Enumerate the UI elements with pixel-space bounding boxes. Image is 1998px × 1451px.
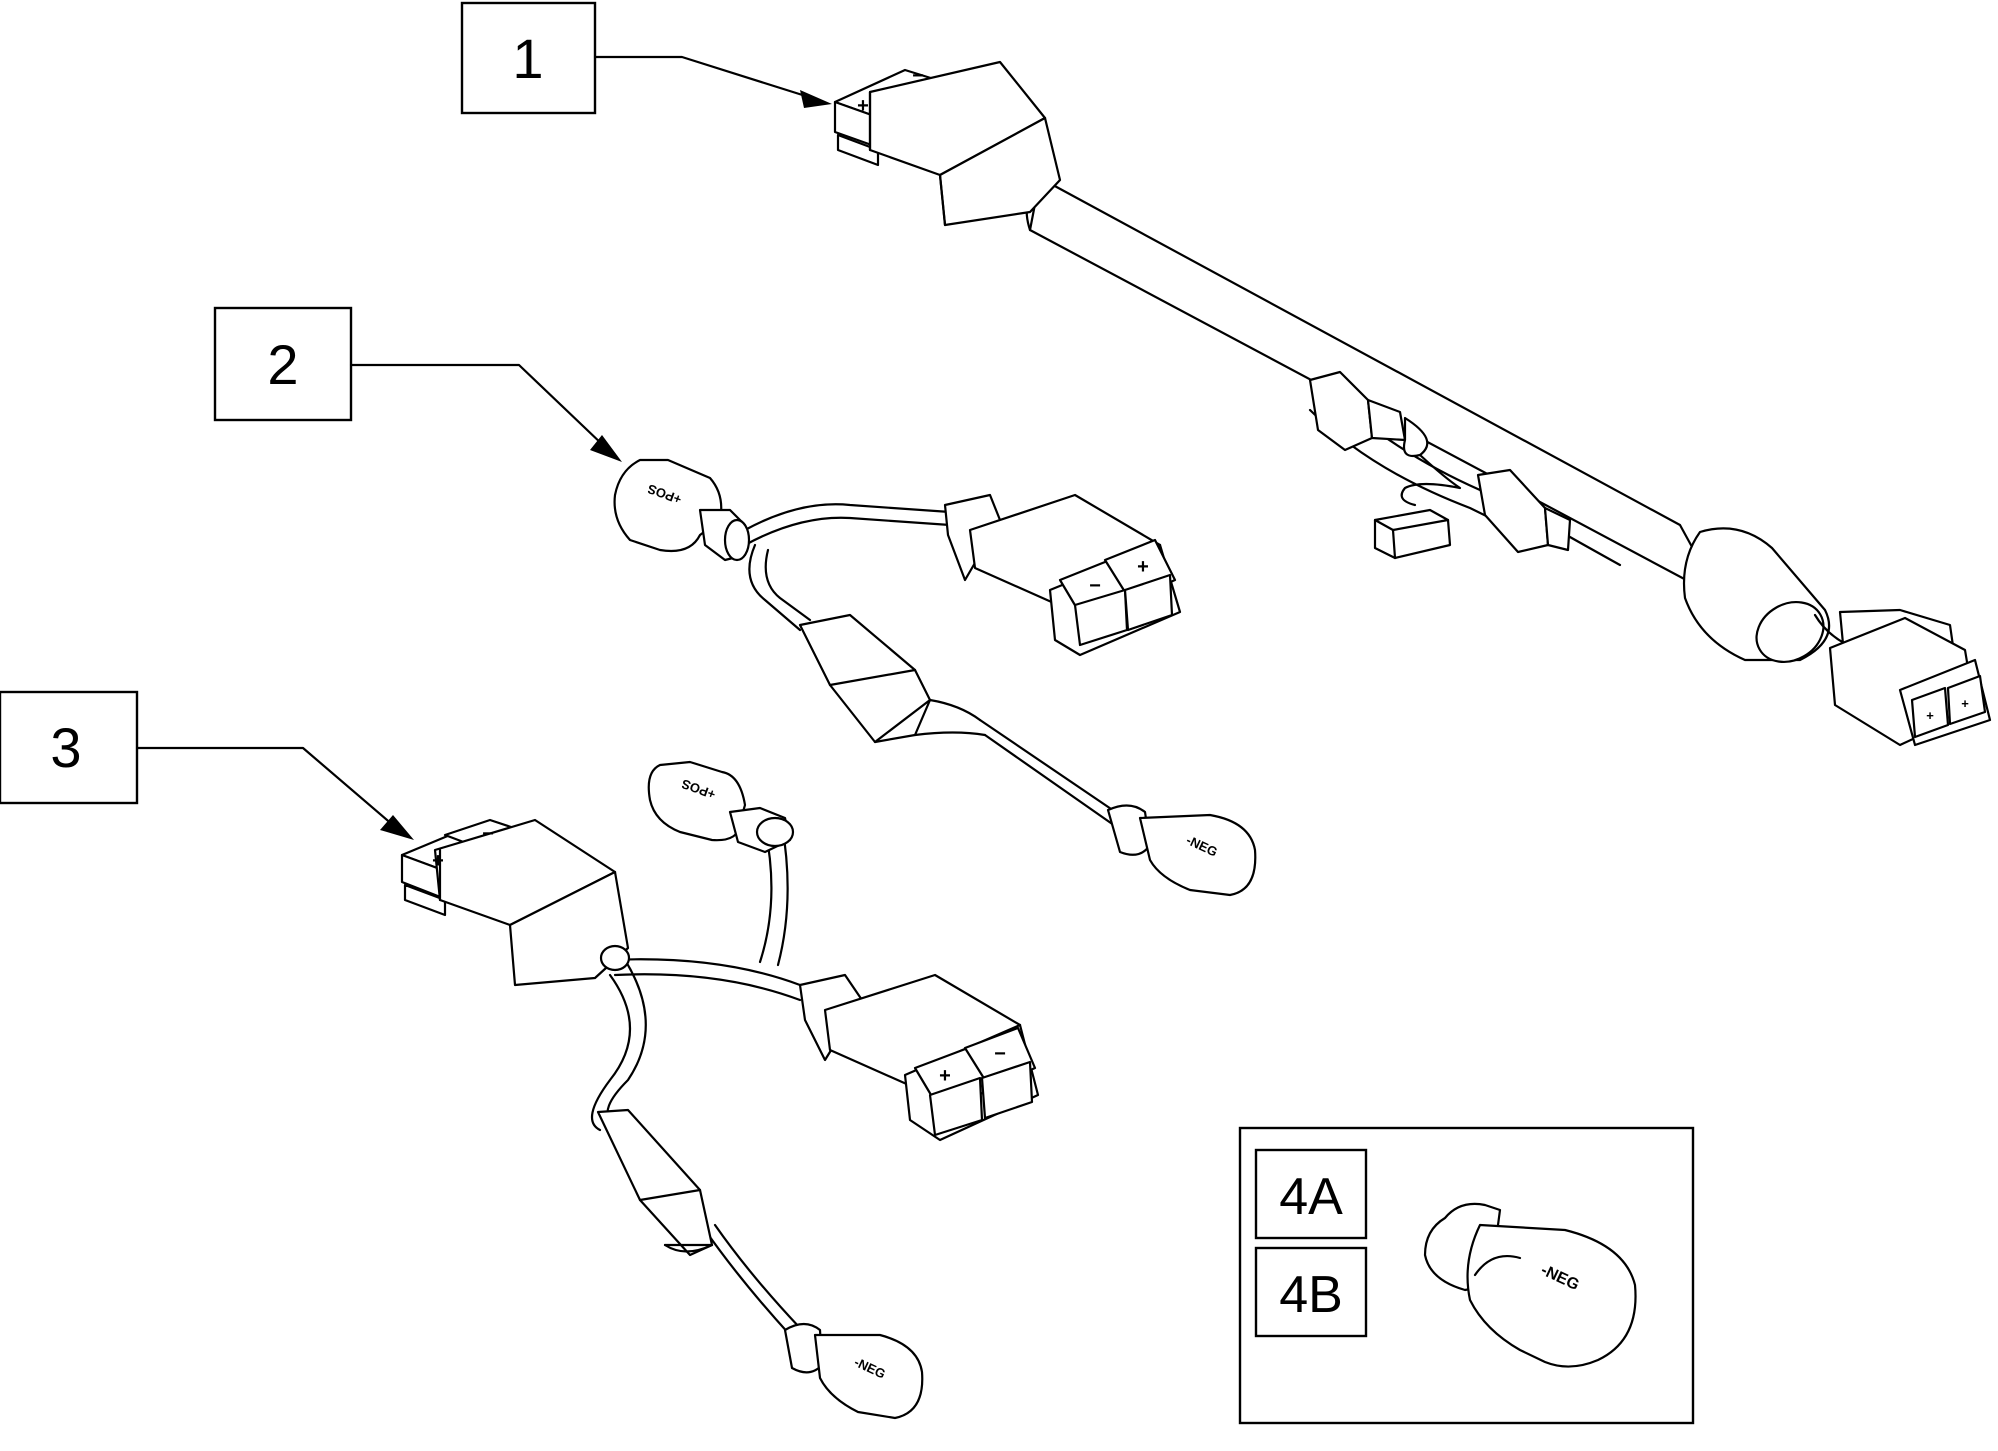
inset-4: 4A 4B -NEG: [1238, 1126, 1695, 1425]
harness-3-fuse: [596, 1108, 714, 1257]
harness-2-main-connector: − +: [943, 493, 1182, 657]
harness-3: + − +POS + −: [400, 760, 1040, 1420]
harness-1-ferrite-sleeve: [1682, 527, 1831, 664]
callout-2: 2: [213, 306, 622, 462]
callout-2-arrowhead: [590, 435, 622, 462]
harness-3-right-minus-mark: −: [994, 1043, 1006, 1065]
harness-2-pos-terminal: +POS: [613, 458, 751, 562]
callout-1-box: [460, 1, 597, 115]
harness-1: + −: [833, 60, 1992, 747]
harness-3-neg-terminal: -NEG: [783, 1322, 924, 1420]
inset-4-neg-terminal: -NEG: [1423, 1202, 1637, 1368]
callout-1-label: 1: [512, 27, 543, 90]
callout-3-leader: [135, 746, 396, 828]
callout-2-box: [213, 306, 353, 422]
harness-2: +POS − + -NEG: [613, 458, 1257, 897]
callout-1: 1: [460, 1, 832, 115]
harness-3-pos-terminal: +POS: [647, 760, 795, 854]
harness-1-minus-mark: −: [912, 65, 924, 87]
svg-text:+: +: [1961, 696, 1969, 711]
harness-1-plus-mark: +: [857, 95, 869, 117]
harness-3-left-connector: + −: [400, 818, 631, 987]
harness-3-right-connector: + −: [798, 973, 1040, 1142]
harness-1-bottom-connector: + +: [1813, 608, 1992, 747]
harness-3-left-minus-mark: −: [482, 823, 494, 845]
callout-4b-label: 4B: [1279, 1266, 1343, 1324]
callout-3: 3: [0, 690, 414, 840]
harness-3-left-plus-mark: +: [432, 850, 444, 872]
callout-1-leader: [593, 55, 814, 100]
callout-3-box: [0, 690, 139, 805]
harness-1-fuse-holder: [1308, 370, 1622, 567]
callout-3-arrowhead: [380, 815, 414, 840]
callout-2-label: 2: [267, 333, 298, 396]
callout-4a-box: [1254, 1148, 1368, 1240]
callout-1-arrowhead: [800, 90, 832, 108]
harness-2-fuse: [798, 613, 987, 744]
callout-4a-label: 4A: [1279, 1168, 1343, 1226]
callout-2-leader: [349, 363, 607, 449]
harness-2-neg-terminal: -NEG: [1106, 804, 1257, 897]
harness-2-plus-mark: +: [1137, 556, 1149, 578]
callout-3-label: 3: [50, 716, 81, 779]
harness-2-minus-mark: −: [1089, 575, 1101, 597]
harness-1-top-connector: + −: [833, 60, 1062, 227]
callout-4b-box: [1254, 1246, 1368, 1338]
harness-3-right-plus-mark: +: [939, 1065, 951, 1087]
svg-text:+: +: [1926, 708, 1934, 723]
